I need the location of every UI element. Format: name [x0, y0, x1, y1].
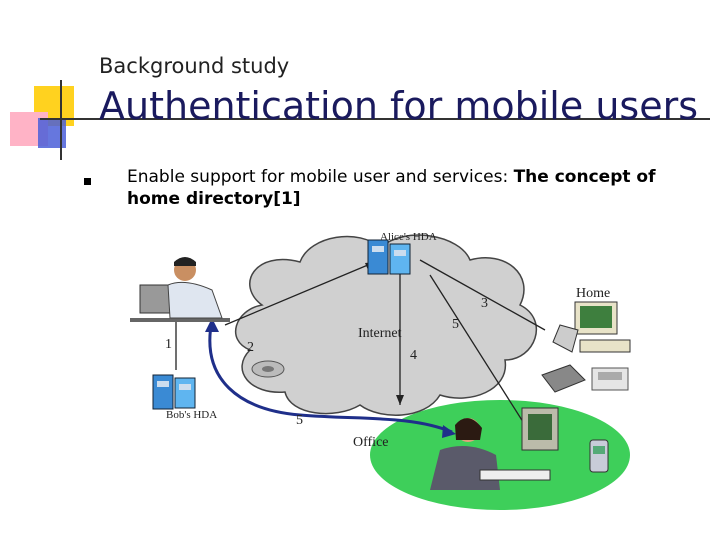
step-label-1: 1 [165, 337, 172, 352]
office-terminal-icon [521, 407, 559, 451]
deco-vertical-line [60, 80, 62, 160]
internet-cloud [234, 234, 538, 416]
label-home: Home [576, 286, 610, 301]
label-alice-hda: Alice's HDA [380, 231, 437, 243]
slide-subtitle: Background study [99, 54, 290, 78]
arrow-3b [429, 274, 526, 426]
home-computer-icon [552, 301, 631, 353]
arrow-2 [224, 261, 376, 326]
alice-user-icon [430, 418, 551, 490]
step-label-2: 2 [247, 340, 254, 355]
label-bob-hda: Bob's HDA [166, 409, 217, 421]
home-phone-icon [591, 367, 629, 391]
label-office: Office [353, 435, 389, 450]
label-internet: Internet [358, 326, 402, 341]
mobile-phone-icon [589, 439, 609, 473]
step-label-3: 3 [481, 296, 488, 311]
home-fax-icon [541, 364, 586, 393]
mobility-curve [208, 319, 453, 434]
bullet-text: Enable support for mobile user and servi… [127, 166, 697, 210]
arrowhead-4 [396, 395, 404, 405]
bullet-marker [84, 178, 91, 185]
bob-disk-icon [251, 360, 285, 378]
bullet-text-bold-1: The concept of [513, 167, 656, 187]
step-label-5b: 5 [452, 317, 459, 332]
bob-user-icon [130, 257, 230, 322]
step-label-4: 4 [410, 348, 417, 363]
mobility-arrowhead-top [205, 318, 219, 332]
deco-horizontal-line [40, 118, 710, 120]
arrow-3 [419, 259, 546, 331]
bullet-text-bold-2: home directory[1] [127, 189, 301, 209]
bullet-text-plain: Enable support for mobile user and servi… [127, 167, 514, 187]
bob-hda-server-icon [152, 374, 196, 410]
step-label-5: 5 [296, 413, 303, 428]
mobility-arrowhead-bottom [442, 425, 456, 438]
alice-hda-server-icon [367, 239, 411, 275]
slide-title: Authentication for mobile users [99, 84, 699, 128]
